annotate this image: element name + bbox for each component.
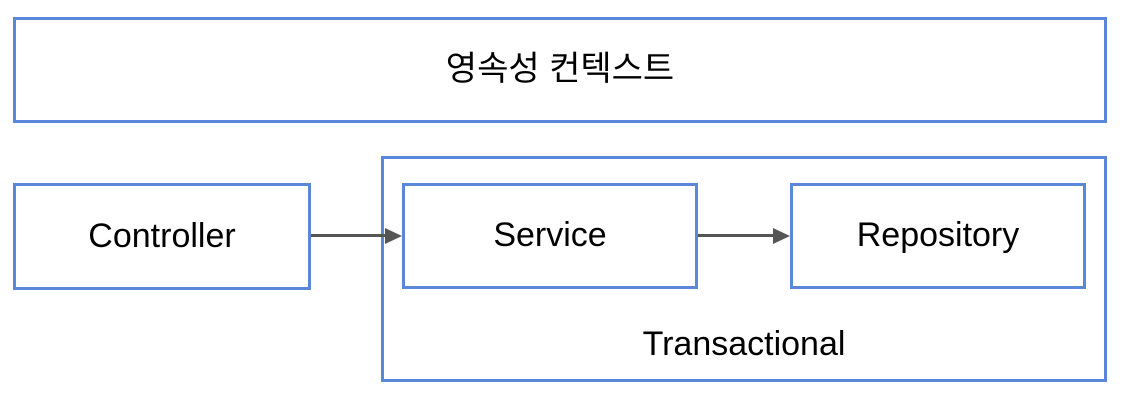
arrow-shaft <box>698 234 777 237</box>
arrowhead-icon <box>773 228 790 244</box>
arrowhead-icon <box>385 228 402 244</box>
controller-label: Controller <box>88 216 236 255</box>
persistence-context-label: 영속성 컨텍스트 <box>445 50 675 89</box>
transactional-box: Transactional <box>381 156 1107 382</box>
repository-label: Repository <box>856 216 1020 255</box>
persistence-context-box: 영속성 컨텍스트 <box>13 17 1107 123</box>
service-box: Service <box>402 183 698 289</box>
service-label: Service <box>493 216 607 255</box>
controller-box: Controller <box>13 183 311 290</box>
arrow-service-to-repository <box>698 228 790 244</box>
repository-box: Repository <box>790 183 1086 289</box>
arrow-controller-to-service <box>311 228 402 244</box>
arrow-shaft <box>311 234 389 237</box>
transactional-label: Transactional <box>642 325 846 363</box>
